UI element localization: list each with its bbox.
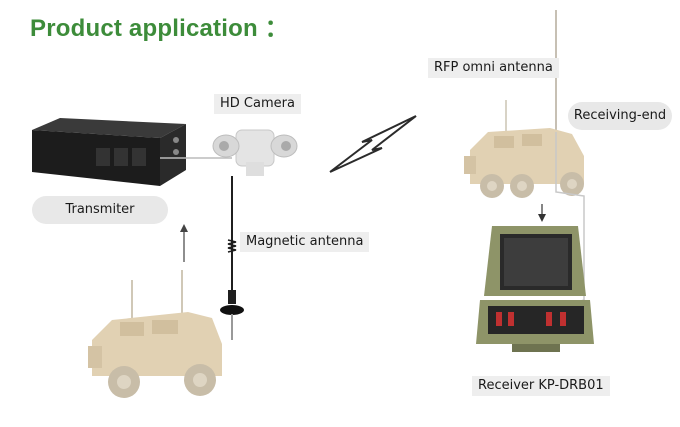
receiving-end-label: Receiving-end	[568, 102, 672, 130]
vehicle-icon	[88, 270, 222, 398]
lightning-icon	[329, 115, 417, 173]
receiver-label: Receiver KP-DRB01	[472, 376, 610, 396]
receiving-vehicle-icon	[464, 10, 584, 198]
up-arrow-icon	[180, 224, 188, 262]
down-arrow-icon	[538, 204, 546, 222]
page-title: Product application ：	[30, 15, 289, 42]
transmitter-box-icon	[32, 118, 186, 186]
magnetic-antenna-label: Magnetic antenna	[240, 232, 370, 252]
hd-camera-label: HD Camera	[214, 94, 301, 114]
camera-icon	[212, 129, 298, 176]
receiver-case-icon	[476, 226, 594, 352]
antenna-icon	[220, 176, 244, 340]
rfp-antenna-label: RFP omni antenna	[428, 58, 559, 78]
transmitter-label: Transmiter	[32, 196, 168, 224]
